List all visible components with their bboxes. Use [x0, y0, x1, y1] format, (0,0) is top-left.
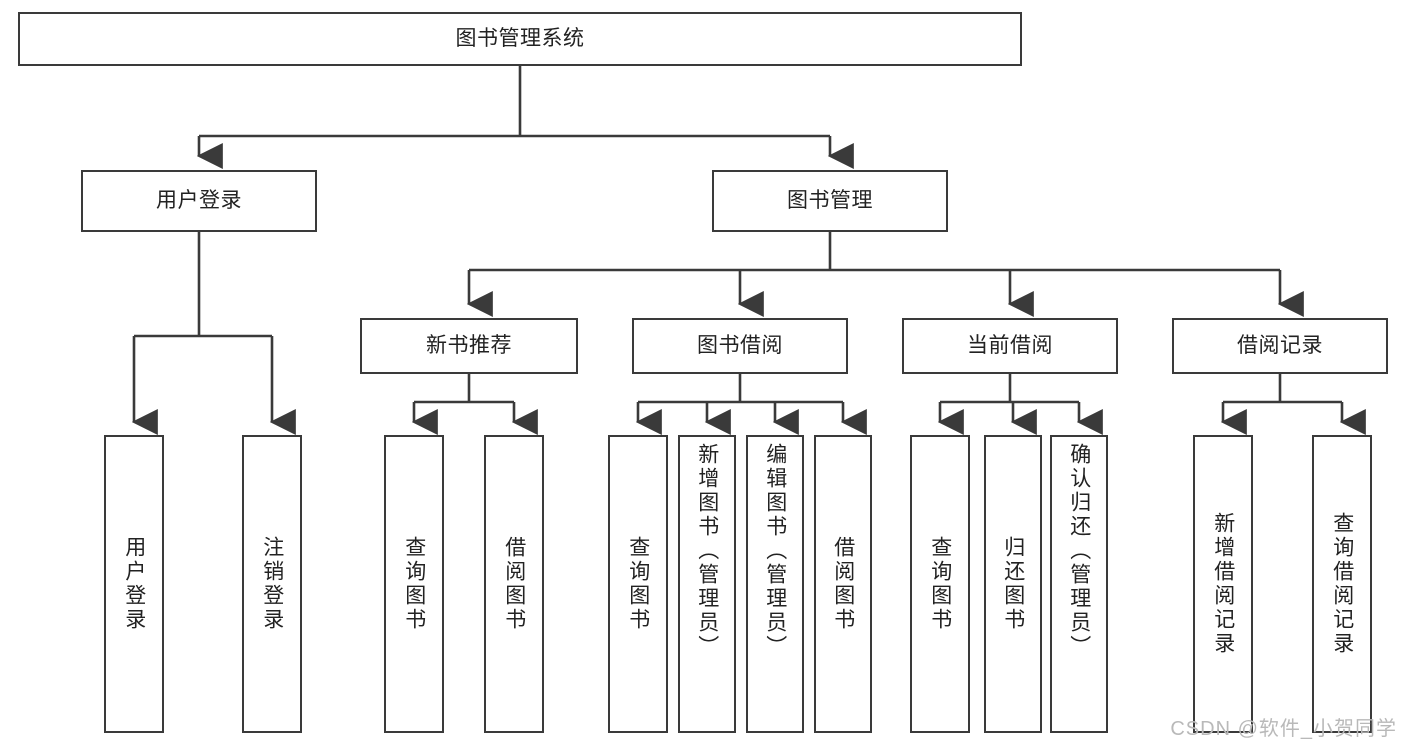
- node-label: 图书管理: [787, 189, 873, 213]
- node-label: 确认归还（管理员）: [1067, 443, 1091, 659]
- newbook-to-leaves-connectors: [411, 374, 538, 435]
- leaf-add-book-admin[interactable]: 新增图书（管理员）: [678, 435, 736, 733]
- user-login-to-leaves-connectors: [131, 232, 296, 435]
- root-to-level2-connectors: [196, 66, 854, 169]
- node-label: 注销登录: [260, 536, 284, 632]
- node-label: 查询图书: [402, 536, 426, 632]
- node-label: 查询图书: [928, 536, 952, 632]
- leaf-add-borrow-record[interactable]: 新增借阅记录: [1193, 435, 1253, 733]
- leaf-query-book-current[interactable]: 查询图书: [910, 435, 970, 733]
- borrow-to-leaves-connectors: [635, 374, 867, 435]
- node-borrow-record[interactable]: 借阅记录: [1172, 318, 1388, 374]
- node-label: 图书管理系统: [455, 27, 585, 51]
- node-label: 查询图书: [626, 536, 650, 632]
- node-label: 新书推荐: [426, 334, 512, 358]
- leaf-query-borrow-record[interactable]: 查询借阅记录: [1312, 435, 1372, 733]
- node-new-book-recommend[interactable]: 新书推荐: [360, 318, 578, 374]
- node-label: 编辑图书（管理员）: [763, 443, 787, 659]
- leaf-lend-book[interactable]: 借阅图书: [814, 435, 872, 733]
- node-label: 新增图书（管理员）: [695, 443, 719, 659]
- current-to-leaves-connectors: [937, 374, 1103, 435]
- node-book-borrow[interactable]: 图书借阅: [632, 318, 848, 374]
- leaf-query-book-recommend[interactable]: 查询图书: [384, 435, 444, 733]
- node-label: 归还图书: [1001, 536, 1025, 632]
- node-label: 借阅记录: [1237, 334, 1323, 358]
- node-label: 查询借阅记录: [1330, 512, 1354, 656]
- leaf-return-book[interactable]: 归还图书: [984, 435, 1042, 733]
- record-to-leaves-connectors: [1220, 374, 1366, 435]
- leaf-confirm-return-admin[interactable]: 确认归还（管理员）: [1050, 435, 1108, 733]
- node-root-system[interactable]: 图书管理系统: [18, 12, 1022, 66]
- node-label: 当前借阅: [967, 334, 1053, 358]
- node-book-management[interactable]: 图书管理: [712, 170, 948, 232]
- leaf-user-login[interactable]: 用户登录: [104, 435, 164, 733]
- node-current-borrow[interactable]: 当前借阅: [902, 318, 1118, 374]
- leaf-logout[interactable]: 注销登录: [242, 435, 302, 733]
- node-user-login[interactable]: 用户登录: [81, 170, 317, 232]
- node-label: 用户登录: [122, 536, 146, 632]
- node-label: 借阅图书: [502, 536, 526, 632]
- book-mgmt-to-level3-connectors: [466, 232, 1304, 317]
- leaf-borrow-book-recommend[interactable]: 借阅图书: [484, 435, 544, 733]
- leaf-edit-book-admin[interactable]: 编辑图书（管理员）: [746, 435, 804, 733]
- node-label: 用户登录: [156, 189, 242, 213]
- node-label: 新增借阅记录: [1211, 512, 1235, 656]
- leaf-query-book-borrow[interactable]: 查询图书: [608, 435, 668, 733]
- node-label: 借阅图书: [831, 536, 855, 632]
- node-label: 图书借阅: [697, 334, 783, 358]
